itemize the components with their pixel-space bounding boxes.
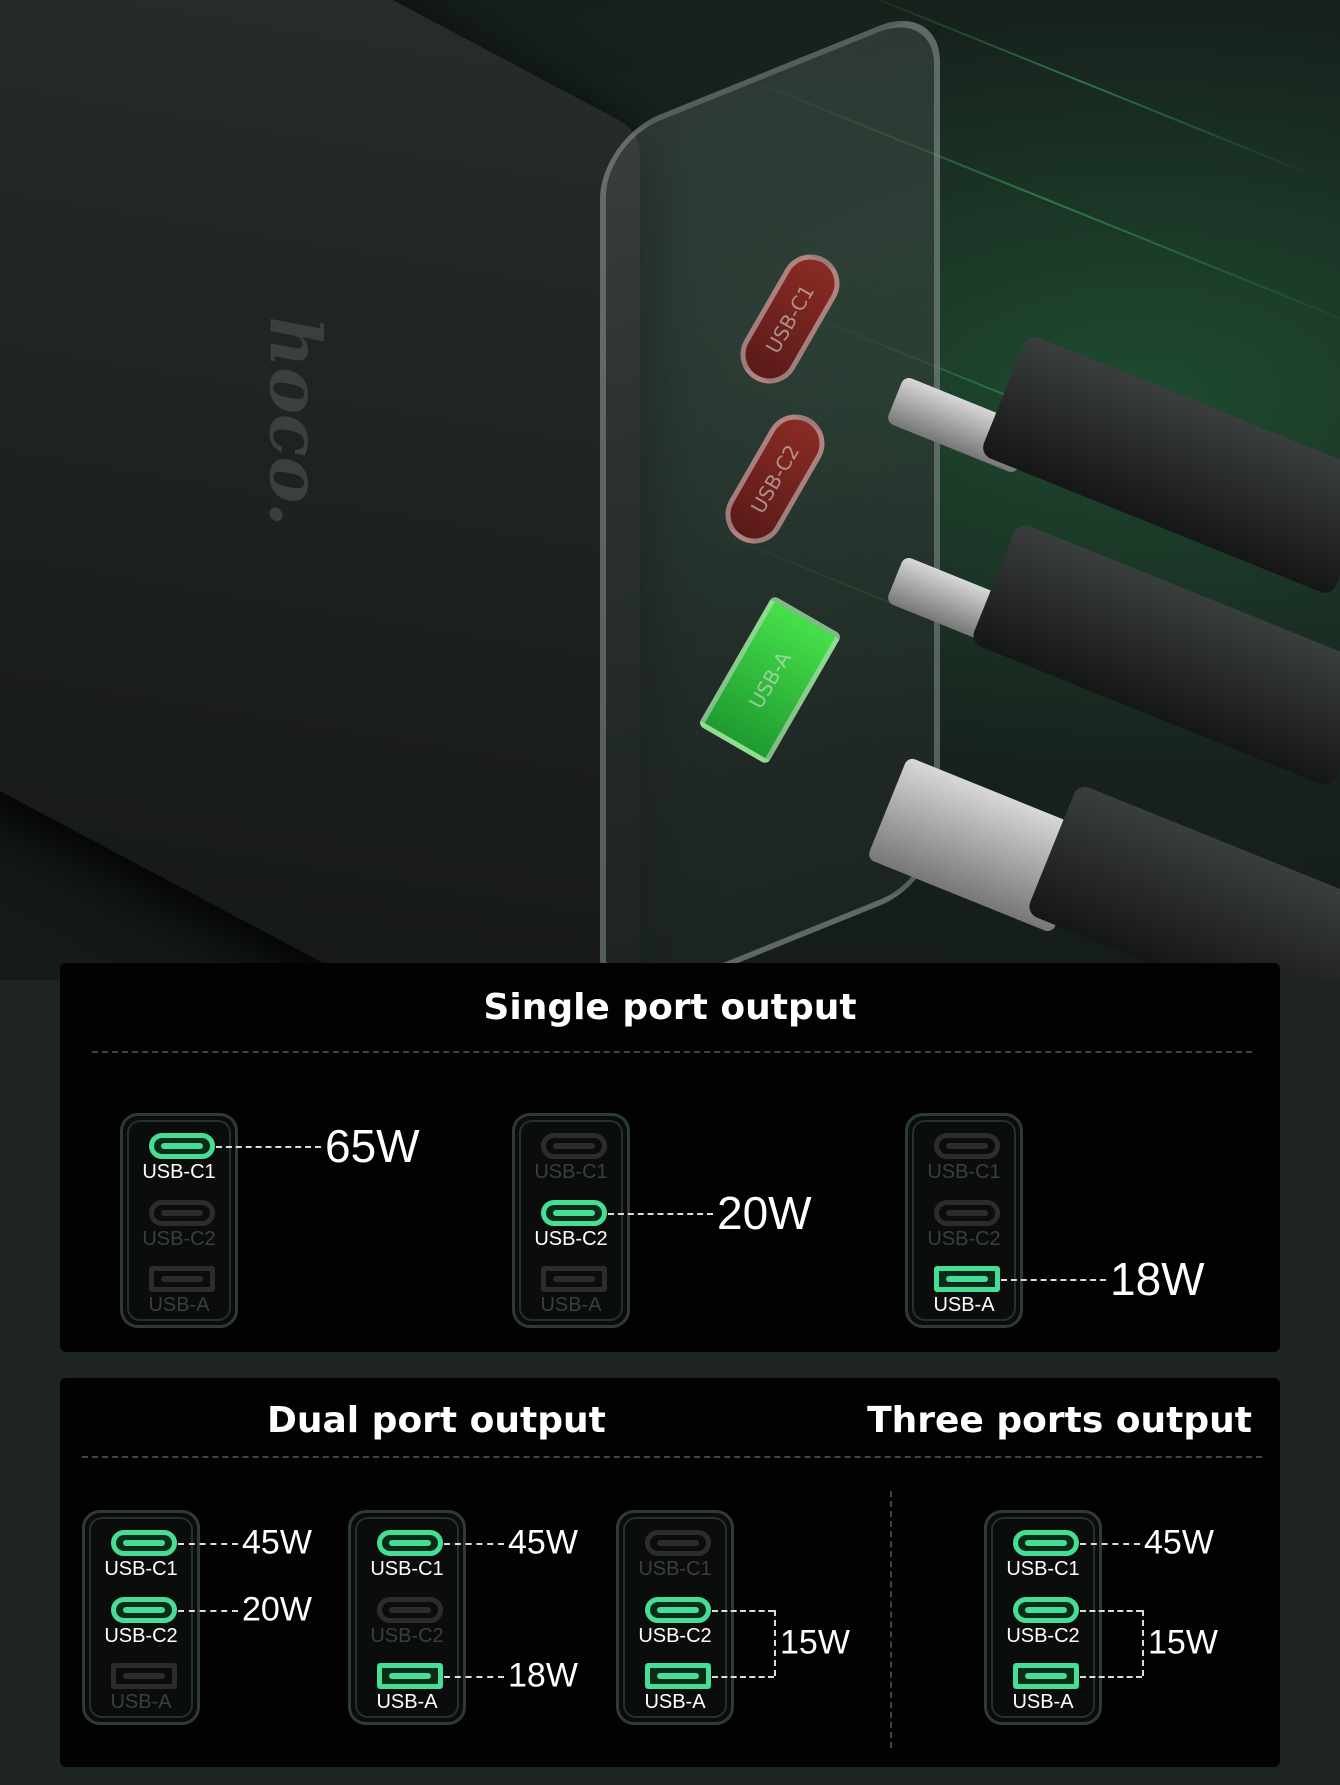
- wattage-label: 15W: [780, 1623, 850, 1662]
- wattage-label: 15W: [1148, 1623, 1218, 1662]
- port-label: USB-A: [376, 1691, 438, 1713]
- divider: [92, 1051, 1252, 1053]
- wattage-label: 20W: [717, 1187, 812, 1239]
- wattage-label: 18W: [508, 1656, 578, 1695]
- divider: [82, 1456, 1262, 1458]
- dashed-connector: [444, 1676, 504, 1678]
- usb-c-port-icon: [934, 1200, 1000, 1226]
- cable: [1025, 783, 1340, 980]
- wattage-label: 45W: [508, 1523, 578, 1562]
- port-label: USB-C2: [534, 1228, 608, 1250]
- port-label: USB-C1: [370, 1558, 444, 1580]
- port-label: USB-A: [1012, 1691, 1074, 1713]
- dashed-bracket: [774, 1610, 776, 1676]
- dashed-connector: [712, 1610, 774, 1612]
- usb-a-port-icon: [934, 1266, 1000, 1292]
- usb-c-port-icon: [149, 1200, 215, 1226]
- usb-a-port-icon: [645, 1663, 711, 1689]
- usb-a-port-icon: [541, 1266, 607, 1292]
- dashed-bracket: [1142, 1610, 1144, 1676]
- hoco-logo: hoco.: [253, 316, 337, 527]
- usb-a-port-icon: [111, 1663, 177, 1689]
- usb-c-port-icon: [645, 1530, 711, 1556]
- usb-c-port-icon: [541, 1200, 607, 1226]
- wattage-label: 45W: [242, 1523, 312, 1562]
- port-label: USB-A: [540, 1294, 602, 1316]
- usb-c-port-icon: [149, 1133, 215, 1159]
- dashed-connector: [1080, 1676, 1142, 1678]
- usb-c-port-icon: [377, 1597, 443, 1623]
- dashed-connector: [444, 1543, 504, 1545]
- multi-port-panel: Dual port output Three ports output USB-…: [60, 1378, 1280, 1767]
- dashed-connector: [1001, 1279, 1106, 1281]
- single-port-title: Single port output: [483, 987, 857, 1028]
- usb-c-port-icon: [541, 1133, 607, 1159]
- port-label: USB-C1: [927, 1161, 1001, 1183]
- usb-c-port-icon: [1013, 1597, 1079, 1623]
- wattage-label: 18W: [1110, 1253, 1205, 1305]
- port-label: USB-A: [644, 1691, 706, 1713]
- dashed-connector: [216, 1146, 321, 1148]
- usb-c-port-icon: [934, 1133, 1000, 1159]
- usb-c-port-icon: [645, 1597, 711, 1623]
- port-label: USB-C1: [142, 1161, 216, 1183]
- usb-a-port-icon: [149, 1266, 215, 1292]
- port-label: USB-A: [148, 1294, 210, 1316]
- dashed-connector: [178, 1610, 238, 1612]
- port-label: USB-C1: [638, 1558, 712, 1580]
- port-label: USB-C2: [927, 1228, 1001, 1250]
- port-label: USB-C1: [1006, 1558, 1080, 1580]
- usb-c-port-icon: [1013, 1530, 1079, 1556]
- port-label: USB-C2: [1006, 1625, 1080, 1647]
- port-label: USB-A: [110, 1691, 172, 1713]
- dashed-connector: [1080, 1543, 1140, 1545]
- dashed-connector: [712, 1676, 774, 1678]
- product-photo: hoco. USB-C1 USB-C2 USB-A: [0, 0, 1340, 980]
- wattage-label: 45W: [1144, 1523, 1214, 1562]
- port-label: USB-C2: [638, 1625, 712, 1647]
- dashed-connector: [1080, 1610, 1142, 1612]
- usb-c-port-icon: [111, 1597, 177, 1623]
- dashed-connector: [178, 1543, 238, 1545]
- port-label: USB-C2: [142, 1228, 216, 1250]
- wattage-label: 65W: [325, 1120, 420, 1172]
- usb-a-port-icon: [377, 1663, 443, 1689]
- usb-a-port-icon: [1013, 1663, 1079, 1689]
- wattage-label: 20W: [242, 1590, 312, 1629]
- dashed-connector: [608, 1213, 713, 1215]
- section-divider: [890, 1491, 892, 1748]
- port-label: USB-C2: [370, 1625, 444, 1647]
- port-label: USB-C1: [104, 1558, 178, 1580]
- port-label: USB-A: [933, 1294, 995, 1316]
- port-label: USB-C2: [104, 1625, 178, 1647]
- three-port-title: Three ports output: [867, 1400, 1252, 1441]
- dual-port-title: Dual port output: [267, 1400, 606, 1441]
- usb-c-port-icon: [377, 1530, 443, 1556]
- usb-c-port-icon: [111, 1530, 177, 1556]
- port-label: USB-C1: [534, 1161, 608, 1183]
